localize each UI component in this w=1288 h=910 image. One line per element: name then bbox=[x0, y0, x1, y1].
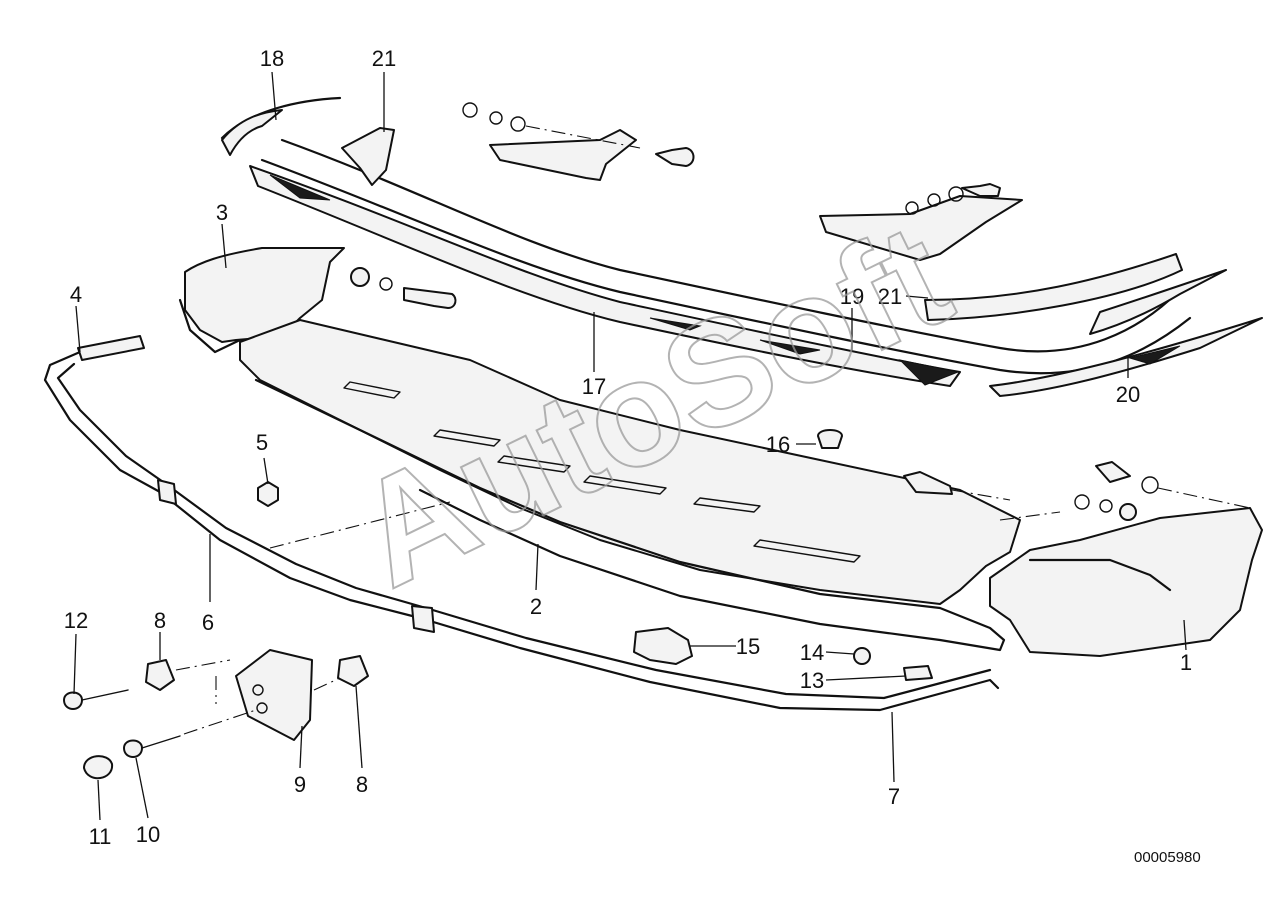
mount-block-9 bbox=[235, 649, 313, 741]
callout-3: 3 bbox=[216, 200, 228, 225]
screw-10 bbox=[123, 709, 257, 758]
callout-15: 15 bbox=[736, 634, 760, 659]
callout-9: 9 bbox=[294, 772, 306, 797]
nut-16 bbox=[817, 429, 843, 449]
callout-8-right: 8 bbox=[356, 772, 368, 797]
cap-11 bbox=[83, 755, 114, 779]
bumper-center-2 bbox=[239, 319, 1021, 652]
callout-12: 12 bbox=[64, 608, 88, 633]
bumper-side-3 bbox=[178, 247, 457, 354]
trim-strip-18 bbox=[220, 96, 342, 156]
lower-strip-6-7 bbox=[43, 350, 1000, 712]
callout-2: 2 bbox=[530, 594, 542, 619]
callout-5: 5 bbox=[256, 430, 268, 455]
assembly-lines bbox=[215, 501, 1061, 704]
callout-7: 7 bbox=[888, 784, 900, 809]
screw-12 bbox=[63, 659, 231, 710]
callout-6: 6 bbox=[202, 610, 214, 635]
bracket-right bbox=[819, 183, 1023, 261]
bushing-8b bbox=[337, 655, 369, 687]
callout-18: 18 bbox=[260, 46, 284, 71]
trim-21-right bbox=[924, 253, 1183, 321]
nut-5 bbox=[257, 481, 279, 507]
bushing-8a bbox=[145, 659, 175, 691]
callout-11: 11 bbox=[89, 824, 112, 849]
trim-21-left bbox=[341, 127, 395, 186]
callout-19: 19 bbox=[840, 284, 864, 309]
callout-8-left: 8 bbox=[154, 608, 166, 633]
callout-16: 16 bbox=[766, 432, 790, 457]
clip-15 bbox=[633, 627, 693, 665]
bumper-end-trim-20 bbox=[989, 269, 1263, 397]
strip-4 bbox=[77, 335, 145, 361]
callout-13: 13 bbox=[800, 668, 824, 693]
bolt-13-nut-14 bbox=[853, 647, 933, 681]
bracket-left bbox=[462, 102, 695, 181]
bumper-end-1 bbox=[989, 507, 1263, 657]
bolts-right bbox=[903, 461, 1251, 521]
callout-14: 14 bbox=[800, 640, 824, 665]
callout-1: 1 bbox=[1180, 650, 1192, 675]
callouts: 18 21 3 4 5 6 2 17 19 21 20 16 1 15 14 1… bbox=[64, 46, 1192, 849]
callout-21-right: 21 bbox=[878, 284, 902, 309]
callout-10: 10 bbox=[136, 822, 160, 847]
callout-4: 4 bbox=[70, 282, 82, 307]
callout-21-top: 21 bbox=[372, 46, 396, 71]
callout-17: 17 bbox=[582, 374, 606, 399]
diagram-id: 00005980 bbox=[1134, 849, 1201, 866]
callout-20: 20 bbox=[1116, 382, 1140, 407]
